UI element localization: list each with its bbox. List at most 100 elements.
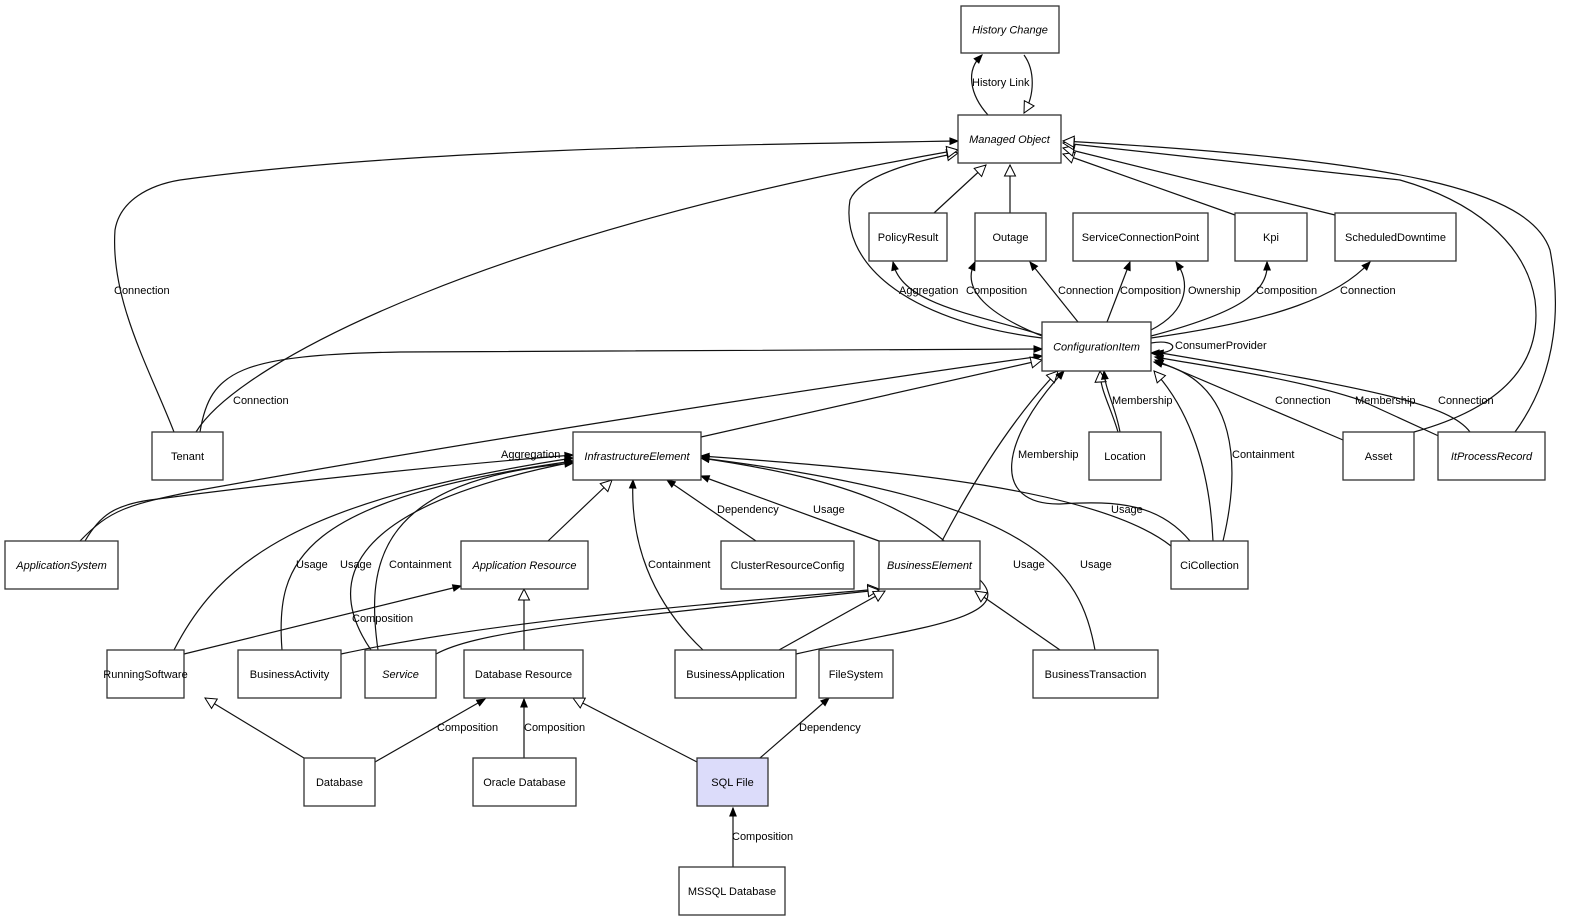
node-box[interactable] <box>1170 540 1249 590</box>
node-box[interactable] <box>696 757 769 807</box>
edge-label: Usage <box>1111 504 1143 516</box>
node-infrastructure-element[interactable]: InfrastructureElement <box>572 431 702 481</box>
edge-CiCollection-to-ConfigurationItem <box>1153 370 1214 542</box>
node-label: Database <box>316 777 363 789</box>
node-oracle-database[interactable]: Oracle Database <box>472 757 577 807</box>
node-box[interactable] <box>572 431 702 481</box>
edge-line <box>892 261 1043 336</box>
edge-OracleDatabase-to-DatabaseResource-composition <box>520 697 528 758</box>
node-box[interactable] <box>957 114 1062 164</box>
node-box[interactable] <box>1072 212 1209 262</box>
node-box[interactable] <box>1234 212 1308 262</box>
node-database-resource[interactable]: Database Resource <box>463 649 584 699</box>
inheritance-arrowhead-icon <box>871 590 886 603</box>
node-managed-object[interactable]: Managed Object <box>957 114 1062 164</box>
node-policy-result[interactable]: PolicyResult <box>868 212 948 262</box>
edge-label: Connection <box>114 285 170 297</box>
edge-Tenant-to-ConfigurationItem-connection <box>199 345 1044 433</box>
edge-line <box>1153 361 1233 542</box>
edge-label: Containment <box>389 559 451 571</box>
node-box[interactable] <box>960 5 1060 54</box>
node-service-connection-point[interactable]: ServiceConnectionPoint <box>1072 212 1209 262</box>
association-arrowhead-icon <box>949 137 960 146</box>
node-box[interactable] <box>878 540 981 590</box>
node-box[interactable] <box>674 649 797 699</box>
node-application-resource[interactable]: Application Resource <box>460 540 589 590</box>
node-box[interactable] <box>1088 431 1162 481</box>
node-tenant[interactable]: Tenant <box>151 431 224 481</box>
edge-label: Containment <box>648 559 710 571</box>
node-box[interactable] <box>678 866 786 916</box>
node-box[interactable] <box>1437 431 1546 481</box>
edge-BusinessTransaction-to-BusinessElement <box>974 590 1061 651</box>
edge-label: Membership <box>1355 395 1416 407</box>
node-label: MSSQL Database <box>688 886 776 898</box>
node-box[interactable] <box>1342 431 1415 481</box>
node-box[interactable] <box>1334 212 1457 262</box>
node-business-activity[interactable]: BusinessActivity <box>237 649 342 699</box>
node-database[interactable]: Database <box>303 757 376 807</box>
node-label: ConfigurationItem <box>1053 342 1140 354</box>
node-label: SQL File <box>711 777 753 789</box>
node-box[interactable] <box>4 540 119 590</box>
edges-layer <box>79 54 1556 867</box>
node-history-change[interactable]: History Change <box>960 5 1060 54</box>
edge-label: Connection <box>1340 285 1396 297</box>
edge-line <box>113 140 959 433</box>
edge-line <box>970 261 1043 337</box>
node-sqlfile[interactable]: SQL File <box>696 757 769 807</box>
node-file-system[interactable]: FileSystem <box>818 649 894 699</box>
edge-MSSQLDatabase-to-SQLFile-composition <box>729 806 737 867</box>
node-cluster-resource-config[interactable]: ClusterResourceConfig <box>720 540 855 590</box>
node-configuration-item[interactable]: ConfigurationItem <box>1041 321 1152 372</box>
edge-label: Connection <box>1058 285 1114 297</box>
edge-line <box>666 479 757 542</box>
node-business-transaction[interactable]: BusinessTransaction <box>1032 649 1159 699</box>
node-scheduled-downtime[interactable]: ScheduledDowntime <box>1334 212 1457 262</box>
edge-ItProcessRecord-to-ManagedObject <box>1061 135 1556 433</box>
node-box[interactable] <box>106 649 185 699</box>
node-outage[interactable]: Outage <box>974 212 1047 262</box>
node-box[interactable] <box>974 212 1047 262</box>
association-arrowhead-icon <box>891 260 899 272</box>
edge-line <box>1029 261 1079 323</box>
node-it-process-record[interactable]: ItProcessRecord <box>1437 431 1546 481</box>
node-location[interactable]: Location <box>1088 431 1162 481</box>
node-box[interactable] <box>1041 321 1152 372</box>
edge-line <box>79 355 1043 542</box>
node-box[interactable] <box>151 431 224 481</box>
node-box[interactable] <box>868 212 948 262</box>
node-box[interactable] <box>460 540 589 590</box>
edge-line <box>1153 370 1214 542</box>
edge-label: Dependency <box>717 504 779 516</box>
node-label: Location <box>1104 451 1146 463</box>
edge-label: Aggregation <box>899 285 958 297</box>
node-business-element[interactable]: BusinessElement <box>878 540 981 590</box>
association-arrowhead-icon <box>1361 261 1371 271</box>
node-box[interactable] <box>364 649 437 699</box>
node-mssqldatabase[interactable]: MSSQL Database <box>678 866 786 916</box>
node-business-application[interactable]: BusinessApplication <box>674 649 797 699</box>
node-asset[interactable]: Asset <box>1342 431 1415 481</box>
node-box[interactable] <box>1032 649 1159 699</box>
edge-line <box>84 454 574 542</box>
edge-line <box>1154 359 1344 441</box>
association-arrowhead-icon <box>475 698 487 707</box>
node-box[interactable] <box>818 649 894 699</box>
node-kpi[interactable]: Kpi <box>1234 212 1308 262</box>
node-running-software[interactable]: RunningSoftware <box>103 649 188 699</box>
node-ci-collection[interactable]: CiCollection <box>1170 540 1249 590</box>
node-box[interactable] <box>237 649 342 699</box>
node-box[interactable] <box>720 540 855 590</box>
edge-line <box>933 164 987 214</box>
node-service[interactable]: Service <box>364 649 437 699</box>
edge-line <box>1062 153 1236 216</box>
node-application-system[interactable]: ApplicationSystem <box>4 540 119 590</box>
node-box[interactable] <box>472 757 577 807</box>
edge-ScheduledDowntime-to-ManagedObject <box>1061 144 1336 216</box>
edge-label: Connection <box>233 395 289 407</box>
node-box[interactable] <box>463 649 584 699</box>
node-box[interactable] <box>303 757 376 807</box>
